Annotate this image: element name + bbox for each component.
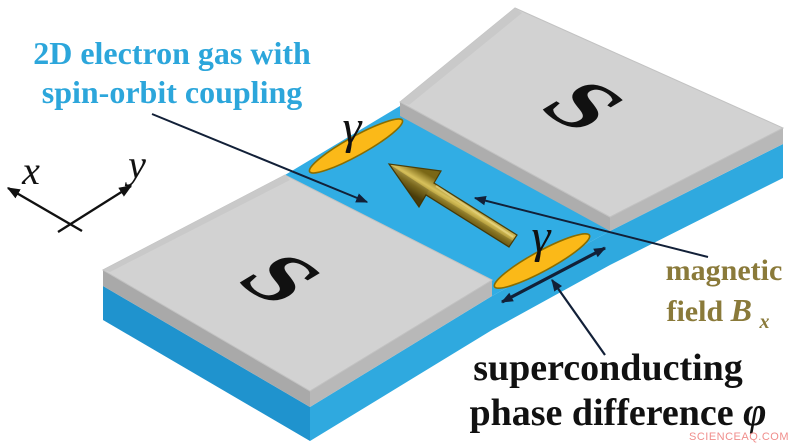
superconductor-left xyxy=(101,174,494,407)
left-plate-side-left xyxy=(103,270,310,407)
leader-phase-arrow xyxy=(551,279,606,356)
gamma-back-label: γ xyxy=(343,101,363,154)
superconductor-right xyxy=(399,7,785,231)
x-axis-label: x xyxy=(21,148,40,193)
gamma-front-label: γ xyxy=(532,210,552,263)
coordinate-axes: x y xyxy=(6,142,146,234)
magnetic-field-arrow-icon xyxy=(387,163,518,248)
watermark: SCIENCEAQ.COM xyxy=(689,431,789,443)
left-plate-side-front xyxy=(310,280,492,407)
phase-line1: superconducting xyxy=(473,347,743,389)
phase-difference-label: superconducting phase difference φ xyxy=(469,347,766,434)
magnetic-line2: field B x xyxy=(666,292,769,333)
field-arrow-shaft-shade xyxy=(426,190,513,247)
right-plate-side-front xyxy=(610,128,783,231)
y-axis-label: y xyxy=(124,142,146,187)
magnetic-line1: magnetic xyxy=(666,254,783,287)
bx-subscript: x xyxy=(759,311,770,333)
field-arrow-body xyxy=(387,163,518,248)
gamma-back-ellipse xyxy=(308,118,404,174)
y-axis-arrow xyxy=(57,184,133,234)
leader-2deg-arrow xyxy=(151,113,369,203)
heading-line2: spin-orbit coupling xyxy=(42,74,303,110)
heading-line1: 2D electron gas with xyxy=(33,35,311,71)
phi-symbol: φ xyxy=(743,389,766,434)
right-plate-side-junction xyxy=(400,102,610,231)
phase-line2: phase difference φ xyxy=(469,389,766,434)
bx-symbol: B xyxy=(730,292,752,328)
substrate-left-face xyxy=(103,286,310,441)
phase-difference-double-arrow xyxy=(500,246,607,304)
phase-line2-prefix: phase difference xyxy=(469,392,743,434)
field-arrow-head-shade xyxy=(389,164,429,207)
left-plate-bevel xyxy=(103,175,290,272)
right-plate-top xyxy=(399,7,785,218)
magnetic-line2-prefix: field xyxy=(666,295,730,328)
leader-magnetic-arrow xyxy=(473,195,709,258)
heading-2deg: 2D electron gas with spin-orbit coupling xyxy=(33,35,311,110)
field-arrow-highlight xyxy=(435,185,514,238)
magnetic-field-label: magnetic field B x xyxy=(666,254,783,333)
right-plate-bevel xyxy=(400,8,522,105)
